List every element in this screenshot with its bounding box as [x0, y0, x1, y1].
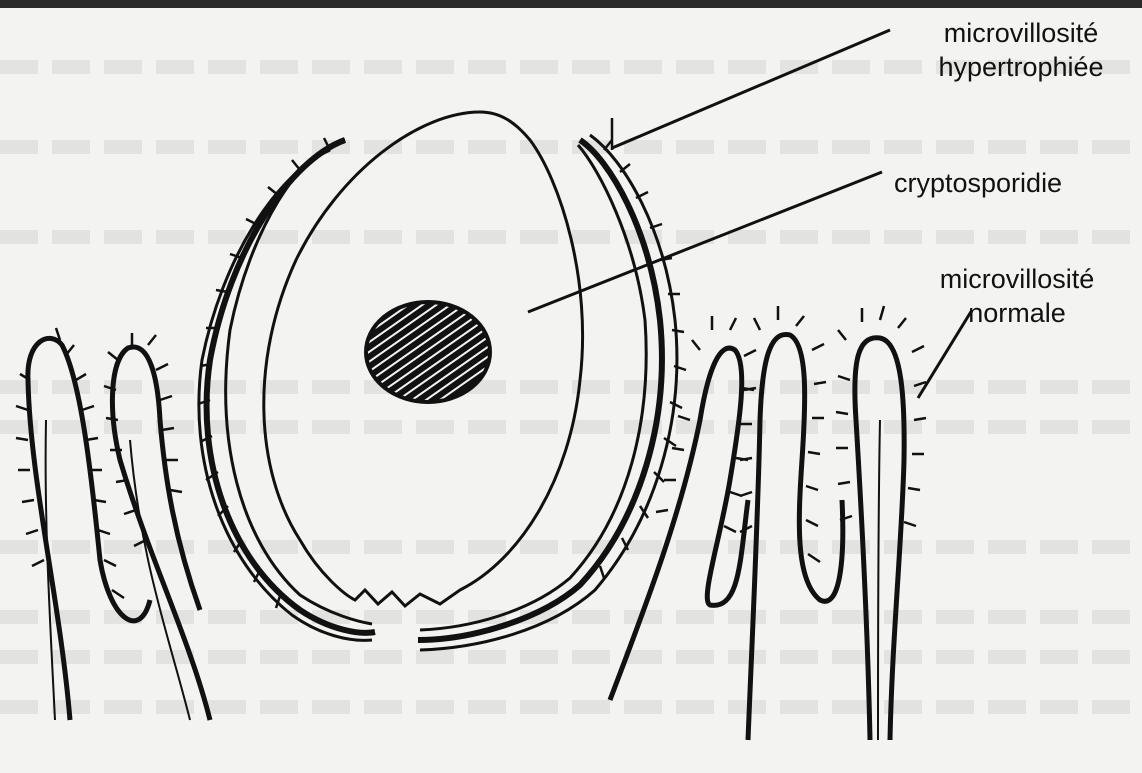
- normal-microvillus-right-3: [855, 338, 904, 740]
- label-cryptosporidium-text: cryptosporidie: [894, 166, 1062, 200]
- normal-microvillus-left-2: [112, 347, 210, 720]
- nucleus: [366, 302, 490, 402]
- leader-line-hypertrophied: [612, 30, 890, 148]
- normal-microvillus-right-2: [748, 334, 843, 740]
- hypertrophied-microvillus-left: [199, 140, 375, 640]
- label-cryptosporidium: cryptosporidie: [894, 166, 1062, 200]
- label-hypertrophied-microvillus: microvillosité hypertrophiée: [908, 16, 1134, 84]
- label-normal-line2: normale: [912, 296, 1122, 330]
- cryptosporidium-cell: [264, 112, 583, 606]
- normal-microvillus-right-1: [610, 348, 748, 700]
- label-normal-line1: microvillosité: [912, 262, 1122, 296]
- label-hypertrophied-line1: microvillosité: [908, 16, 1134, 50]
- leader-line-cryptosporidium: [528, 172, 882, 312]
- normal-microvillus-left-1: [28, 338, 150, 720]
- label-normal-microvillus: microvillosité normale: [912, 262, 1122, 330]
- label-hypertrophied-line2: hypertrophiée: [908, 50, 1134, 84]
